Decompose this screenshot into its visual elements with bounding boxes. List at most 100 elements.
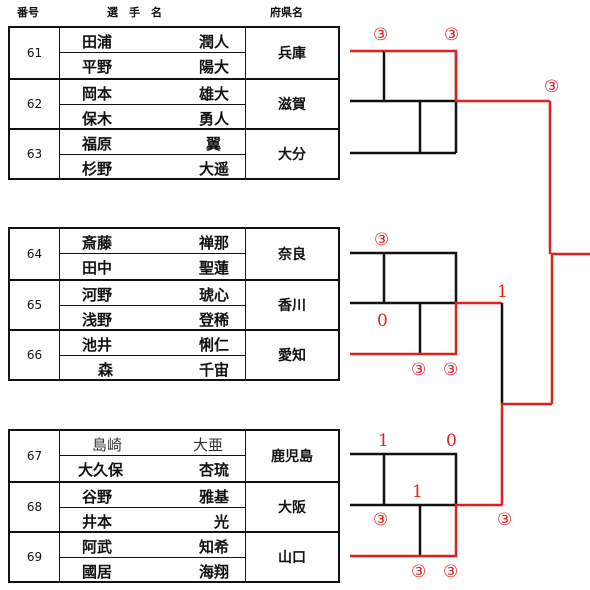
player-given-name: 登稀 [198,311,229,329]
team-number: 64 [10,229,60,279]
player-row: 平野 陽大 [60,53,245,78]
team-group: 66 池井 悧仁 森 千宙 愛知 [10,329,338,379]
team-prefecture: 鹿児島 [245,431,338,481]
match-score: 1 [412,482,423,502]
match-score: ③ [544,77,560,97]
player-given-name: 陽大 [198,58,229,76]
team-number: 69 [10,533,60,581]
player-row: 浅野 登稀 [60,306,245,331]
team-prefecture: 兵庫 [245,28,338,78]
player-surname: 河野 [82,286,113,304]
player-row: 岡本 雄大 [60,80,245,105]
player-given-name: 聖蓮 [198,259,229,277]
player-row: 谷野 雅基 [60,483,245,508]
player-given-name: 光 [213,513,229,531]
team-table-block-3: 67 島崎 大亜 大久保 杏琉 鹿児島 68 谷野 雅基 井本 光 大阪 69 … [8,429,340,583]
team-number: 66 [10,331,60,379]
player-given-name: 海翔 [198,563,229,581]
player-surname: 田浦 [82,33,113,51]
player-row: 田中 聖蓮 [60,254,245,279]
player-given-name: 琥心 [198,286,229,304]
player-given-name: 潤人 [198,33,229,51]
player-surname: 池井 [82,336,113,354]
bracket-line [350,251,458,354]
player-surname: 福原 [82,135,113,153]
player-row: 森 千宙 [60,356,245,381]
player-row: 斎藤 禅那 [60,229,245,254]
team-number: 65 [10,281,60,329]
header-number: 番号 [17,6,39,19]
player-surname: 國居 [82,563,113,581]
player-surname: 谷野 [82,488,113,506]
player-given-name: 知希 [198,538,229,556]
team-prefecture: 大分 [245,130,338,178]
player-row: 國居 海翔 [60,558,245,583]
header-player-name: 選 手 名 [107,6,162,19]
player-row: 杉野 大遥 [60,155,245,180]
match-score: 0 [377,311,388,331]
player-surname: 斎藤 [82,234,113,252]
bracket-line [350,51,458,155]
bracket-line [350,301,502,356]
bracket-line [350,503,502,558]
player-surname: 森 [98,361,114,379]
player-surname: 井本 [82,513,113,531]
team-prefecture: 香川 [245,281,338,329]
player-row: 福原 翼 [60,130,245,155]
team-table-block-1: 61 田浦 潤人 平野 陽大 兵庫 62 岡本 雄大 保木 勇人 滋賀 63 福… [8,26,340,180]
team-group: 67 島崎 大亜 大久保 杏琉 鹿児島 [10,431,338,481]
player-row: 大久保 杏琉 [60,456,245,481]
match-score: ③ [443,562,459,582]
team-number: 62 [10,80,60,128]
player-given-name: 千宙 [198,361,229,379]
player-surname: 杉野 [82,160,113,178]
team-prefecture: 愛知 [245,331,338,379]
team-prefecture: 滋賀 [245,80,338,128]
team-number: 67 [10,431,60,481]
player-row: 阿武 知希 [60,533,245,558]
team-group: 61 田浦 潤人 平野 陽大 兵庫 [10,28,338,78]
player-row: 池井 悧仁 [60,331,245,356]
team-group: 64 斎藤 禅那 田中 聖蓮 奈良 [10,229,338,279]
team-prefecture: 奈良 [245,229,338,279]
player-surname: 田中 [82,259,113,277]
match-score: ③ [443,360,459,380]
team-number: 68 [10,483,60,531]
bracket-line [384,49,550,103]
team-prefecture: 山口 [245,533,338,581]
player-given-name: 禅那 [198,234,229,252]
team-table-block-2: 64 斎藤 禅那 田中 聖蓮 奈良 65 河野 琥心 浅野 登稀 香川 66 池… [8,227,340,381]
bracket-line [350,452,458,556]
bracket-line [550,252,590,404]
player-given-name: 大亜 [192,436,223,454]
match-score: ③ [411,360,427,380]
team-group: 62 岡本 雄大 保木 勇人 滋賀 [10,78,338,128]
player-row: 保木 勇人 [60,105,245,130]
bracket-line [500,402,552,505]
player-row: 田浦 潤人 [60,28,245,53]
player-given-name: 翼 [205,135,221,153]
match-score: ③ [373,25,389,45]
player-surname: 阿武 [82,538,113,556]
player-surname: 浅野 [82,311,113,329]
player-surname: 島崎 [92,436,123,454]
match-score: ③ [411,562,427,582]
match-score: ③ [497,510,513,530]
player-surname: 大久保 [78,461,124,479]
team-number: 61 [10,28,60,78]
team-group: 65 河野 琥心 浅野 登稀 香川 [10,279,338,329]
player-given-name: 悧仁 [198,336,229,354]
player-given-name: 勇人 [198,110,229,128]
player-surname: 平野 [82,58,113,76]
header-prefecture: 府県名 [270,6,303,19]
player-row: 河野 琥心 [60,281,245,306]
match-score: 1 [497,282,508,302]
team-group: 69 阿武 知希 國居 海翔 山口 [10,531,338,581]
match-score: ③ [374,230,390,250]
player-given-name: 雅基 [198,488,229,506]
team-prefecture: 大阪 [245,483,338,531]
team-group: 68 谷野 雅基 井本 光 大阪 [10,481,338,531]
team-number: 63 [10,130,60,178]
player-surname: 保木 [82,110,113,128]
